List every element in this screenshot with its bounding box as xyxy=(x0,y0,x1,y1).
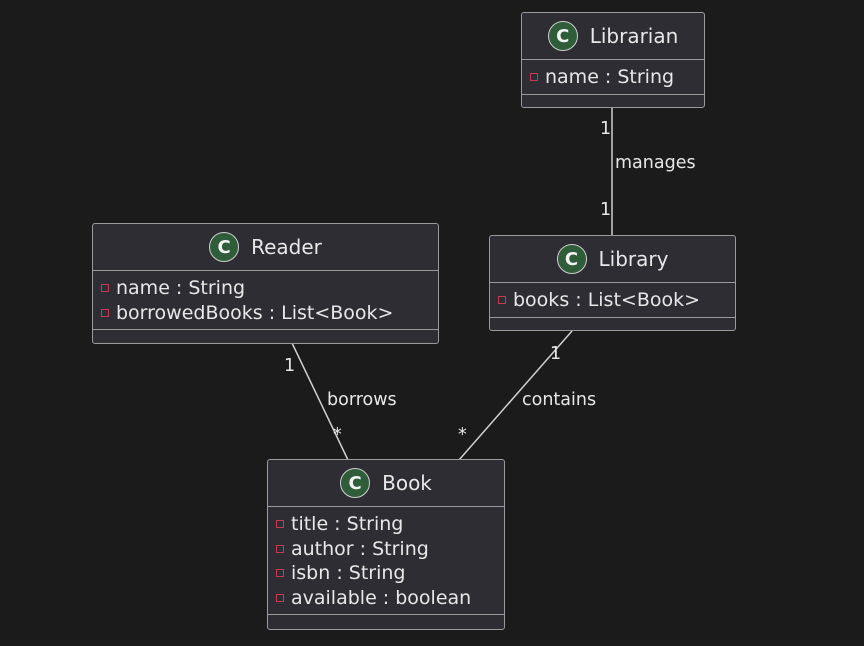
attribute-text: title : String xyxy=(291,513,404,536)
private-visibility-icon xyxy=(530,73,538,82)
class-book-name: Book xyxy=(382,471,432,495)
class-c-icon: C xyxy=(340,468,371,498)
class-book[interactable]: C Book title : String author : String is… xyxy=(267,459,505,630)
private-visibility-icon xyxy=(276,544,284,553)
class-book-attributes: title : String author : String isbn : St… xyxy=(268,507,504,615)
class-library-attributes: books : List<Book> xyxy=(490,283,735,318)
class-c-icon: C xyxy=(556,244,587,274)
class-reader-header: C Reader xyxy=(93,224,438,271)
class-book-header: C Book xyxy=(268,460,504,507)
class-librarian[interactable]: C Librarian name : String xyxy=(521,12,705,108)
attribute-text: isbn : String xyxy=(291,562,406,585)
attribute-row: author : String xyxy=(276,537,504,562)
multiplicity-borrows-from: 1 xyxy=(284,356,296,376)
attribute-row: borrowedBooks : List<Book> xyxy=(101,301,438,326)
relation-label-manages: manages xyxy=(615,153,696,173)
private-visibility-icon xyxy=(101,308,109,317)
class-librarian-attributes: name : String xyxy=(522,60,704,95)
class-library-header: C Library xyxy=(490,236,735,283)
class-librarian-name: Librarian xyxy=(589,24,679,48)
attribute-text: available : boolean xyxy=(291,586,472,609)
attribute-row: isbn : String xyxy=(276,561,504,586)
class-c-icon: C xyxy=(209,232,240,262)
private-visibility-icon xyxy=(498,296,506,305)
private-visibility-icon xyxy=(101,284,109,293)
class-reader-name: Reader xyxy=(251,235,322,259)
edge-contains xyxy=(458,330,573,461)
attribute-row: name : String xyxy=(530,65,704,90)
attribute-text: name : String xyxy=(116,277,246,300)
class-library[interactable]: C Library books : List<Book> xyxy=(489,235,736,331)
class-librarian-header: C Librarian xyxy=(522,13,704,60)
multiplicity-contains-to: * xyxy=(458,425,467,445)
private-visibility-icon xyxy=(276,569,284,578)
class-library-name: Library xyxy=(598,247,669,271)
attribute-row: name : String xyxy=(101,276,438,301)
class-c-icon: C xyxy=(547,21,578,51)
attribute-row: title : String xyxy=(276,512,504,537)
multiplicity-contains-from: 1 xyxy=(550,344,562,364)
multiplicity-borrows-to: * xyxy=(333,425,342,445)
relation-label-contains: contains xyxy=(522,390,597,410)
attribute-row: books : List<Book> xyxy=(498,288,735,313)
attribute-text: books : List<Book> xyxy=(513,289,701,312)
multiplicity-manages-to: 1 xyxy=(600,200,612,220)
edge-borrows xyxy=(291,342,349,461)
class-reader-attributes: name : String borrowedBooks : List<Book> xyxy=(93,271,438,330)
private-visibility-icon xyxy=(276,593,284,602)
attribute-text: borrowedBooks : List<Book> xyxy=(116,301,394,324)
attribute-text: name : String xyxy=(545,66,675,89)
relation-label-borrows: borrows xyxy=(327,390,397,410)
multiplicity-manages-from: 1 xyxy=(600,119,612,139)
private-visibility-icon xyxy=(276,520,284,529)
attribute-row: available : boolean xyxy=(276,586,504,611)
attribute-text: author : String xyxy=(291,537,429,560)
class-reader[interactable]: C Reader name : String borrowedBooks : L… xyxy=(92,223,439,344)
